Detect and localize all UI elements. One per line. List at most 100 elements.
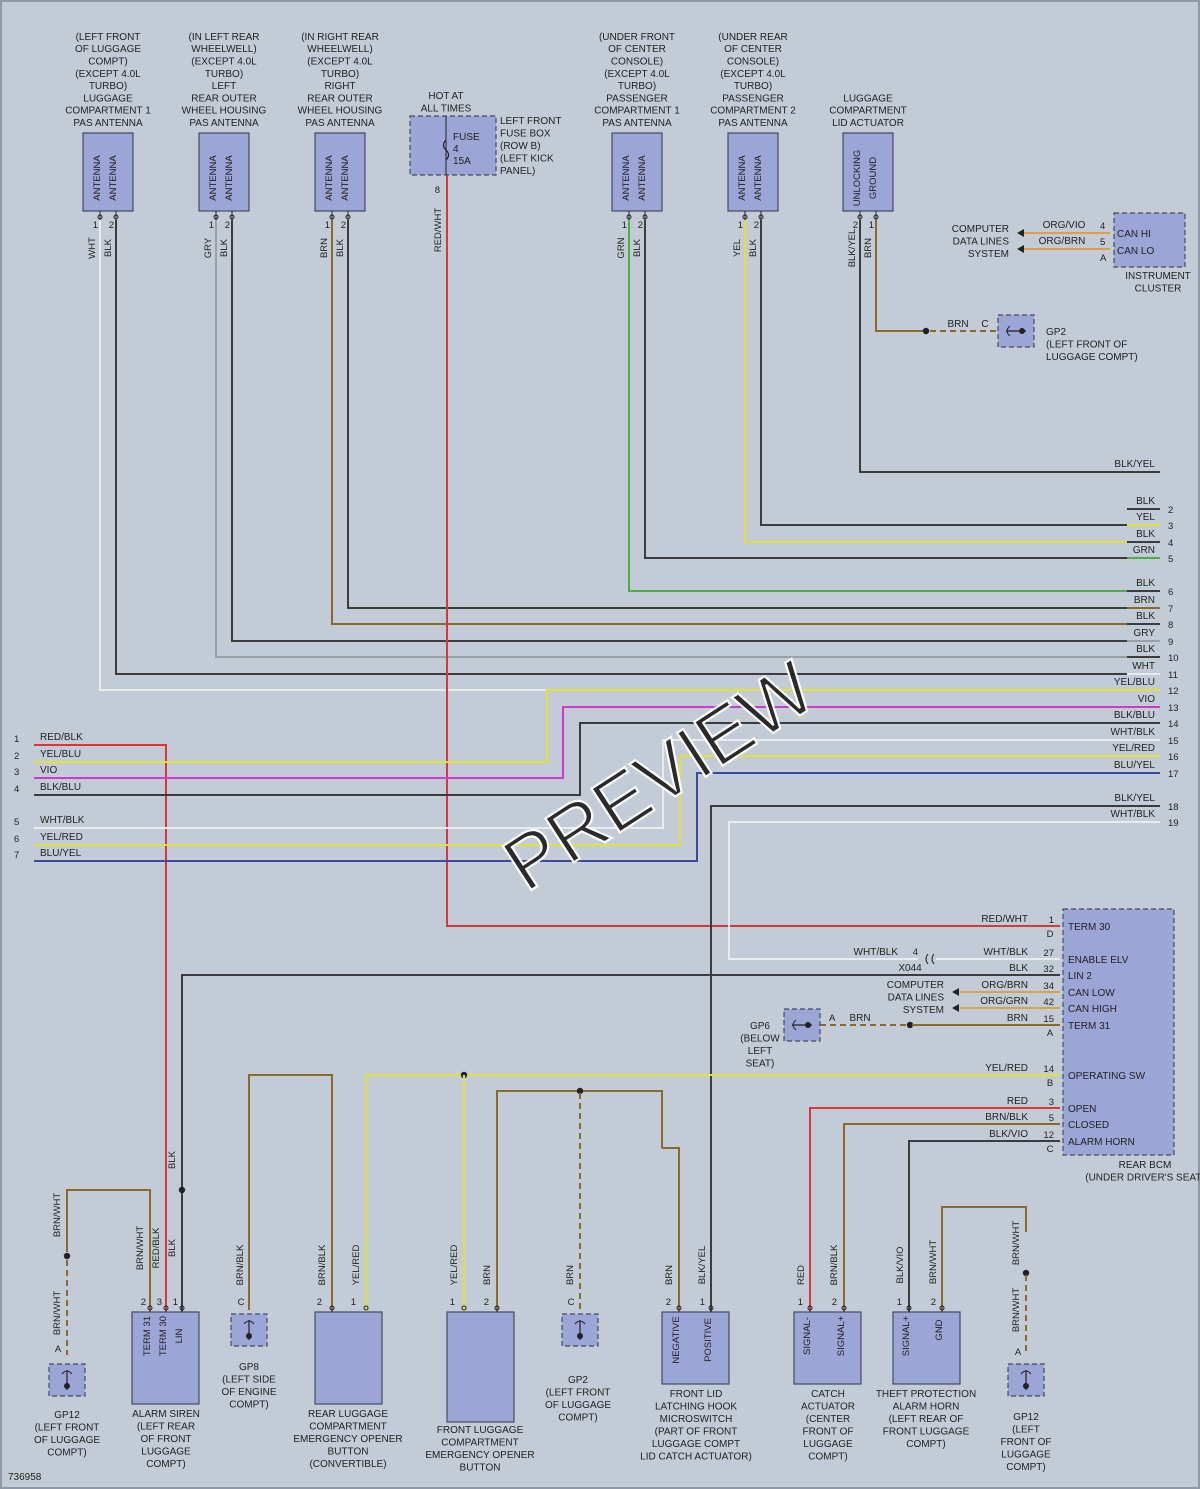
- component-name: COMPARTMENT: [309, 1422, 386, 1433]
- component-name: OF FRONT: [140, 1434, 191, 1445]
- component-name: ALARM HORN: [893, 1402, 960, 1413]
- terminal: [345, 214, 351, 220]
- component-title: PAS ANTENNA: [189, 118, 259, 129]
- component-name: LATCHING HOOK: [655, 1402, 737, 1413]
- line-number: 9: [1168, 637, 1173, 648]
- wire-label: BRN/WHT: [928, 1240, 939, 1285]
- antenna-wire: [347, 220, 1127, 609]
- wire-label: BRN: [664, 1265, 675, 1285]
- ground-name: SEAT): [746, 1059, 775, 1070]
- line-number: 5: [14, 817, 19, 828]
- pin-label: TERM 31: [142, 1316, 153, 1356]
- component-name: (CENTER: [806, 1414, 850, 1425]
- component-name: REAR LUGGAGE: [308, 1409, 388, 1420]
- component-title: (EXCEPT 4.0L: [75, 69, 141, 80]
- wire-label: ORG/BRN: [1039, 236, 1086, 247]
- pin-number: 2: [484, 1297, 489, 1308]
- wire-label: WHT: [87, 237, 98, 259]
- ground-wire: [662, 1147, 680, 1312]
- component-box: [198, 132, 250, 212]
- ground-icon: [792, 1019, 797, 1031]
- pin-number: 2: [225, 220, 230, 231]
- component-name: FRONT LID: [670, 1389, 723, 1400]
- component-title: COMPARTMENT 1: [594, 106, 680, 117]
- line-number: 7: [14, 850, 19, 861]
- wire-label: BLK: [1136, 496, 1155, 507]
- ground-name: (BELOW: [740, 1034, 780, 1045]
- component-name: EMERGENCY OPENER: [293, 1434, 402, 1445]
- terminal: [97, 214, 103, 220]
- wire-label: BLK: [1136, 578, 1155, 589]
- line-number: 15: [1168, 736, 1179, 747]
- wire-label: BLK: [632, 238, 643, 257]
- component-title: REAR OUTER: [307, 93, 373, 104]
- terminal: [841, 1305, 847, 1311]
- wire-label: BRN/WHT: [135, 1226, 146, 1271]
- pin-label: NEGATIVE: [671, 1316, 682, 1363]
- pin-label: SIGNAL+: [901, 1315, 912, 1356]
- ground-name: OF LUGGAGE: [34, 1435, 100, 1446]
- wire-label: BRN: [1134, 595, 1155, 606]
- connector-label: A: [1100, 253, 1107, 264]
- terminal: [906, 1305, 912, 1311]
- line-number: 2: [1168, 505, 1173, 516]
- component-title: WHEEL HOUSING: [182, 106, 267, 117]
- connector-icon: [925, 953, 935, 965]
- bus-label: COMPUTER: [952, 224, 1009, 235]
- component-name: FRONT LUGGAGE: [883, 1427, 970, 1438]
- pin-number: 1: [173, 1297, 178, 1308]
- wire-label: BRN/BLK: [235, 1244, 246, 1285]
- arrow-icon: [1017, 245, 1024, 253]
- actuator-wire: [859, 220, 1127, 473]
- pin-label: OPERATING SW: [1068, 1071, 1146, 1082]
- terminal: [939, 1305, 945, 1311]
- ground-name: OF ENGINE: [221, 1387, 276, 1398]
- terminal: [113, 214, 119, 220]
- component-title: (UNDER FRONT: [599, 32, 675, 43]
- component-name: LUGGAGE COMPT: [652, 1439, 740, 1450]
- terminal: [642, 214, 648, 220]
- terminal: [873, 214, 879, 220]
- line-number: 12: [1168, 686, 1179, 697]
- catch-actuator: [793, 1311, 862, 1385]
- bcm-wire: [843, 1123, 1060, 1312]
- wire-label: RED/WHT: [981, 914, 1028, 925]
- pin-number: 1: [738, 220, 743, 231]
- pin-label: ANTENNA: [340, 155, 351, 201]
- pin-label: A: [829, 1013, 836, 1024]
- component-title: WHEELWELL): [307, 44, 372, 55]
- wire-label: ORG/BRN: [981, 980, 1028, 991]
- harness-line: [34, 772, 1160, 862]
- antenna-wire: [744, 220, 1127, 543]
- ground-name: (LEFT: [1012, 1425, 1040, 1436]
- pin-label: C: [568, 1297, 575, 1308]
- pin-number: 34: [1043, 981, 1054, 992]
- component-title: WHEELWELL): [191, 44, 256, 55]
- line-number: 6: [1168, 587, 1173, 598]
- component-title: CONSOLE): [727, 57, 779, 68]
- terminal: [807, 1305, 813, 1311]
- component-title: (EXCEPT 4.0L: [604, 69, 670, 80]
- pin-number: 1: [351, 1297, 356, 1308]
- wire-label: BRN/BLK: [829, 1244, 840, 1285]
- component-title: LUGGAGE: [83, 93, 133, 104]
- wire-label: YEL/RED: [40, 832, 83, 843]
- pin-label: SIGNAL+: [836, 1315, 847, 1356]
- component-title: COMPARTMENT 2: [710, 106, 796, 117]
- component-name: THEFT PROTECTION: [876, 1389, 976, 1400]
- component-title: COMPARTMENT: [829, 106, 906, 117]
- terminal: [363, 1305, 369, 1311]
- pin-number: 1: [700, 1297, 705, 1308]
- harness-line: [34, 739, 1160, 829]
- ground-name: GP6: [750, 1021, 770, 1032]
- pin-label: CLOSED: [1068, 1120, 1109, 1131]
- component-title: COMPARTMENT 1: [65, 106, 151, 117]
- wire-label: BLK: [103, 238, 114, 257]
- component-title: PAS ANTENNA: [305, 118, 375, 129]
- component-name: CATCH: [811, 1389, 845, 1400]
- line-number: 7: [1168, 604, 1173, 615]
- wire-label: VIO: [40, 765, 57, 776]
- pin-label: A: [55, 1344, 62, 1355]
- pin-number: 14: [1043, 1064, 1054, 1075]
- connector-label: C: [1047, 1144, 1054, 1155]
